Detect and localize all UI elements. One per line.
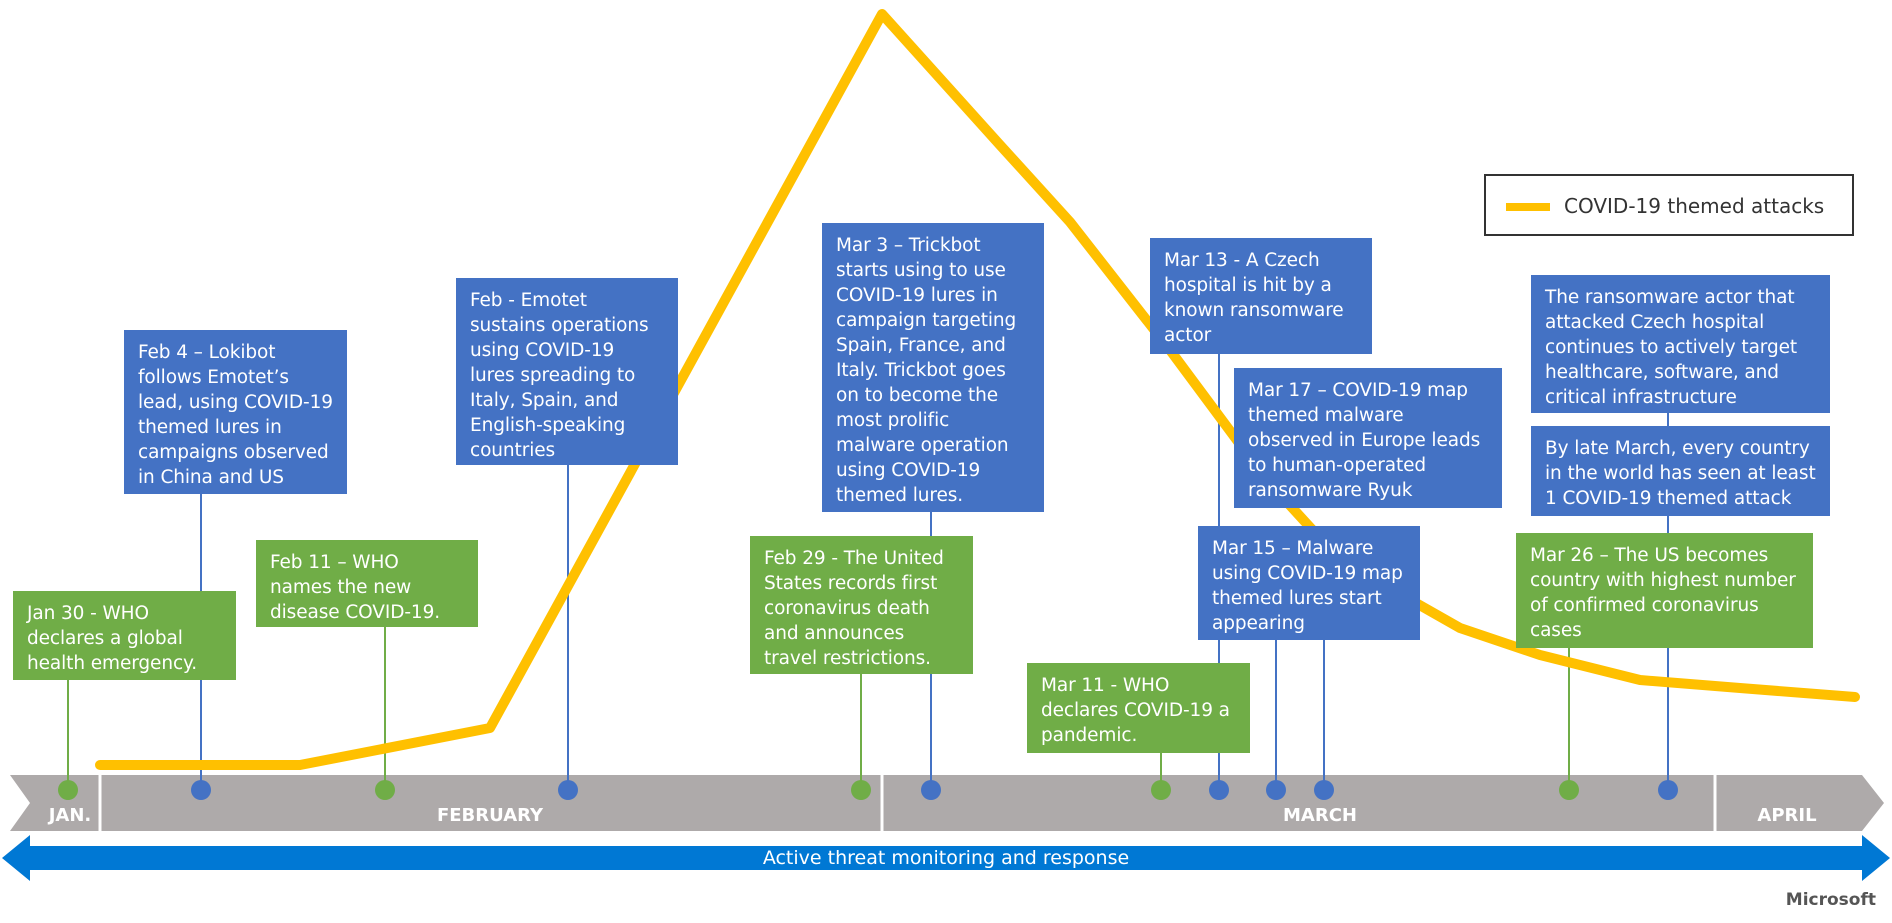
event-dot (1266, 780, 1286, 800)
event-dots (58, 780, 1678, 800)
event-card-mar26: Mar 26 – The US becomes country with hig… (1516, 533, 1813, 648)
event-card-late-march: By late March, every country in the worl… (1531, 426, 1830, 516)
month-label-april: APRIL (1757, 805, 1817, 826)
event-card-jan30: Jan 30 - WHO declares a global health em… (13, 591, 236, 680)
event-card-czech-actor: The ransomware actor that attacked Czech… (1531, 275, 1830, 413)
event-dot (1658, 780, 1678, 800)
legend-label: COVID-19 themed attacks (1564, 194, 1825, 218)
month-timeline-bar (10, 775, 1884, 831)
response-arrow-label: Active threat monitoring and response (762, 847, 1130, 869)
event-card-feb11: Feb 11 – WHO names the new disease COVID… (256, 540, 478, 627)
month-label-jan: JAN. (48, 805, 92, 826)
response-arrow (2, 835, 1890, 881)
microsoft-logo-text: Microsoft (1785, 890, 1876, 910)
event-card-feb-emotet: Feb - Emotet sustains operations using C… (456, 278, 678, 465)
event-card-feb29: Feb 29 - The United States records first… (750, 536, 973, 674)
event-dot (1559, 780, 1579, 800)
event-dot (921, 780, 941, 800)
event-dot (1151, 780, 1171, 800)
attack-trend-line (95, 9, 1860, 770)
month-label-february: FEBRUARY (436, 805, 544, 826)
event-dot (375, 780, 395, 800)
event-card-feb4: Feb 4 – Lokibot follows Emotet’s lead, u… (124, 330, 347, 494)
event-card-mar15: Mar 15 – Malware using COVID-19 map them… (1198, 526, 1420, 640)
event-card-mar3: Mar 3 – Trickbot starts using to use COV… (822, 223, 1044, 512)
event-dot (191, 780, 211, 800)
event-card-mar13: Mar 13 - A Czech hospital is hit by a kn… (1150, 238, 1372, 354)
month-label-march: MARCH (1283, 805, 1357, 826)
event-card-mar17: Mar 17 – COVID-19 map themed malware obs… (1234, 368, 1502, 508)
event-dot (58, 780, 78, 800)
legend-line-swatch (1506, 203, 1550, 211)
event-dot (1209, 780, 1229, 800)
legend: COVID-19 themed attacks (1484, 174, 1854, 236)
event-dot (851, 780, 871, 800)
event-dot (558, 780, 578, 800)
event-dot (1314, 780, 1334, 800)
event-card-mar11: Mar 11 - WHO declares COVID-19 a pandemi… (1027, 663, 1250, 753)
